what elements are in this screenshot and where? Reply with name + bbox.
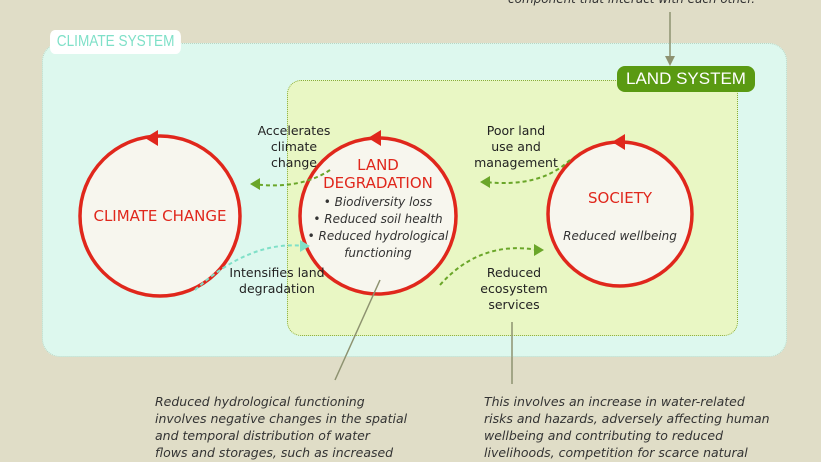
impact-item: • Reduced soil health: [313, 212, 443, 226]
arrowhead-icon: [534, 244, 544, 256]
land-degradation-title: DEGRADATION: [323, 174, 433, 192]
climate-system-label: CLIMATE SYSTEM: [50, 30, 182, 54]
note-right: This involves an increase in water-relat…: [484, 394, 770, 460]
arrowhead-icon: [300, 240, 310, 252]
cycle-arrow-icon: [368, 130, 381, 146]
impact-item: • Reduced hydrological: [307, 229, 449, 243]
cycle-arrow-icon: [145, 130, 158, 146]
arrowhead-icon: [480, 176, 490, 188]
arrow-intensifies: [194, 244, 306, 291]
top-note: component that interact with each other.: [508, 0, 755, 8]
impact-item: functioning: [344, 246, 412, 260]
society-title: SOCIETY: [587, 189, 653, 207]
land-system-label: LAND SYSTEM: [617, 66, 755, 92]
arrowhead-icon: [250, 178, 260, 190]
climate-change-title: CLIMATE CHANGE: [93, 207, 227, 225]
cycle-arrow-icon: [612, 134, 625, 150]
arrowhead-icon: [665, 56, 675, 66]
impact-item: • Biodiversity loss: [323, 195, 433, 209]
land-degradation-node: LAND DEGRADATION • Biodiversity loss • R…: [308, 156, 449, 262]
land-degradation-title: LAND: [357, 156, 399, 174]
pointer-line-left-note: [334, 279, 381, 381]
arrow-accelerates: [251, 169, 331, 187]
climate-change-circle: [78, 134, 242, 298]
arrow-poor-land: [484, 159, 571, 185]
society-subtitle: Reduced wellbeing: [563, 229, 677, 243]
society-circle: [546, 140, 694, 288]
